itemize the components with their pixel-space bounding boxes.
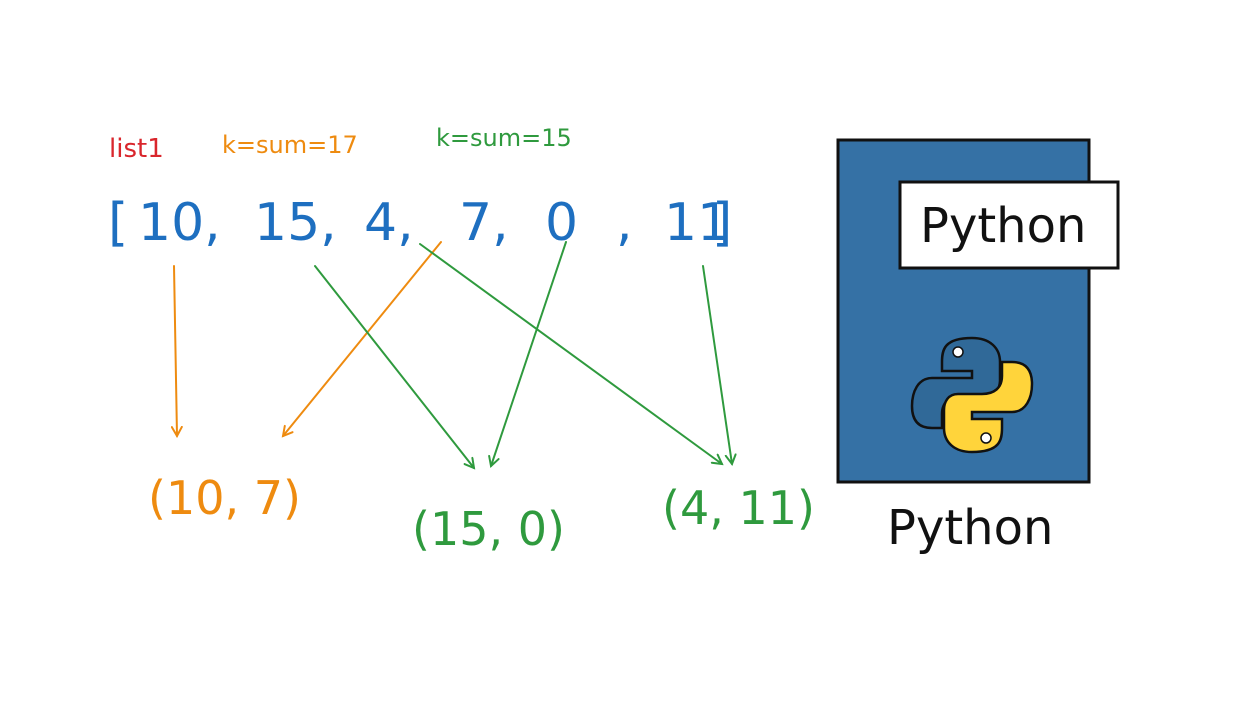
list-item-0: 0 (545, 193, 578, 253)
pair-arrows (174, 241, 732, 468)
pair-4-11: (4, 11) (662, 481, 815, 535)
book-title-box (898, 180, 1120, 270)
arrow-15-to-pair2 (314, 265, 474, 468)
k-sum-17-label: k=sum=17 (222, 131, 358, 159)
arrow-7-to-pair1 (283, 241, 442, 436)
list-item-4: 4, (364, 193, 414, 253)
list-item-7: 7, (459, 193, 509, 253)
list-item-15: 15, (254, 193, 337, 253)
book-cover-title: Python (920, 198, 1086, 254)
pair-10-7: (10, 7) (148, 471, 301, 525)
list-item-10: 10, (138, 193, 221, 253)
arrow-10-to-pair1 (174, 265, 177, 436)
arrow-11-to-pair3 (702, 265, 732, 464)
list-name-label: list1 (109, 134, 164, 164)
pair-15-0: (15, 0) (412, 502, 565, 556)
arrow-4-to-pair3 (419, 243, 722, 464)
list-separator-comma: , (616, 193, 633, 253)
number-list: [ 10, 15, 4, 7, 0 , 11 ] (108, 193, 732, 253)
list-close-bracket: ] (712, 193, 732, 253)
list-item-11: 11 (664, 193, 730, 253)
python-logo-icon (910, 336, 1034, 454)
k-sum-15-label: k=sum=15 (436, 124, 572, 152)
arrow-0-to-pair2 (491, 241, 567, 466)
python-book: Python Python (836, 138, 1120, 556)
list-open-bracket: [ (108, 193, 128, 253)
book-caption: Python (887, 500, 1053, 556)
